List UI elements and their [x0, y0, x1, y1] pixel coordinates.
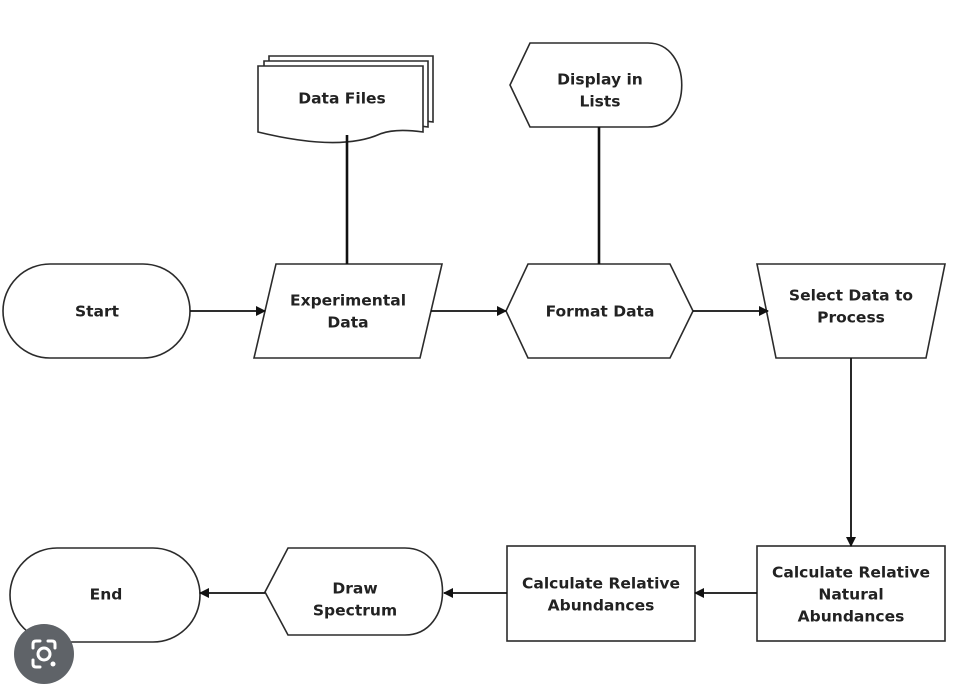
- label-start: Start: [75, 303, 120, 321]
- node-calc-natural: Calculate Relative Natural Abundances: [756, 545, 946, 642]
- node-start: Start: [2, 263, 191, 359]
- label-display-line-1: Display in: [557, 71, 643, 89]
- label-calc-natural-line-3: Abundances: [798, 608, 905, 626]
- label-calc-relative-line-2: Abundances: [548, 597, 655, 615]
- label-select-line-2: Process: [817, 309, 885, 327]
- label-experimental-line-1: Experimental: [290, 292, 406, 310]
- node-draw-spectrum: Draw Spectrum: [264, 547, 444, 636]
- label-display-line-2: Lists: [579, 93, 620, 111]
- label-format-data: Format Data: [546, 303, 655, 321]
- node-display-in-lists: Display in Lists: [509, 42, 683, 128]
- label-draw-line-1: Draw: [332, 580, 377, 598]
- visual-search-button[interactable]: [14, 624, 74, 684]
- label-experimental-line-2: Data: [327, 314, 368, 332]
- label-data-files: Data Files: [298, 90, 386, 108]
- label-draw-line-2: Spectrum: [313, 602, 397, 620]
- node-calc-relative: Calculate Relative Abundances: [506, 545, 696, 642]
- label-end: End: [90, 586, 123, 604]
- node-data-files: Data Files: [257, 55, 434, 144]
- node-format-data: Format Data: [505, 263, 694, 359]
- node-select-data: Select Data to Process: [756, 263, 946, 359]
- label-calc-natural-line-1: Calculate Relative: [772, 564, 930, 582]
- label-select-line-1: Select Data to: [789, 287, 913, 305]
- visual-search-icon: [31, 639, 57, 669]
- node-experimental-data: Experimental Data: [252, 263, 444, 359]
- label-calc-relative-line-1: Calculate Relative: [522, 575, 680, 593]
- label-calc-natural-line-2: Natural: [818, 586, 883, 604]
